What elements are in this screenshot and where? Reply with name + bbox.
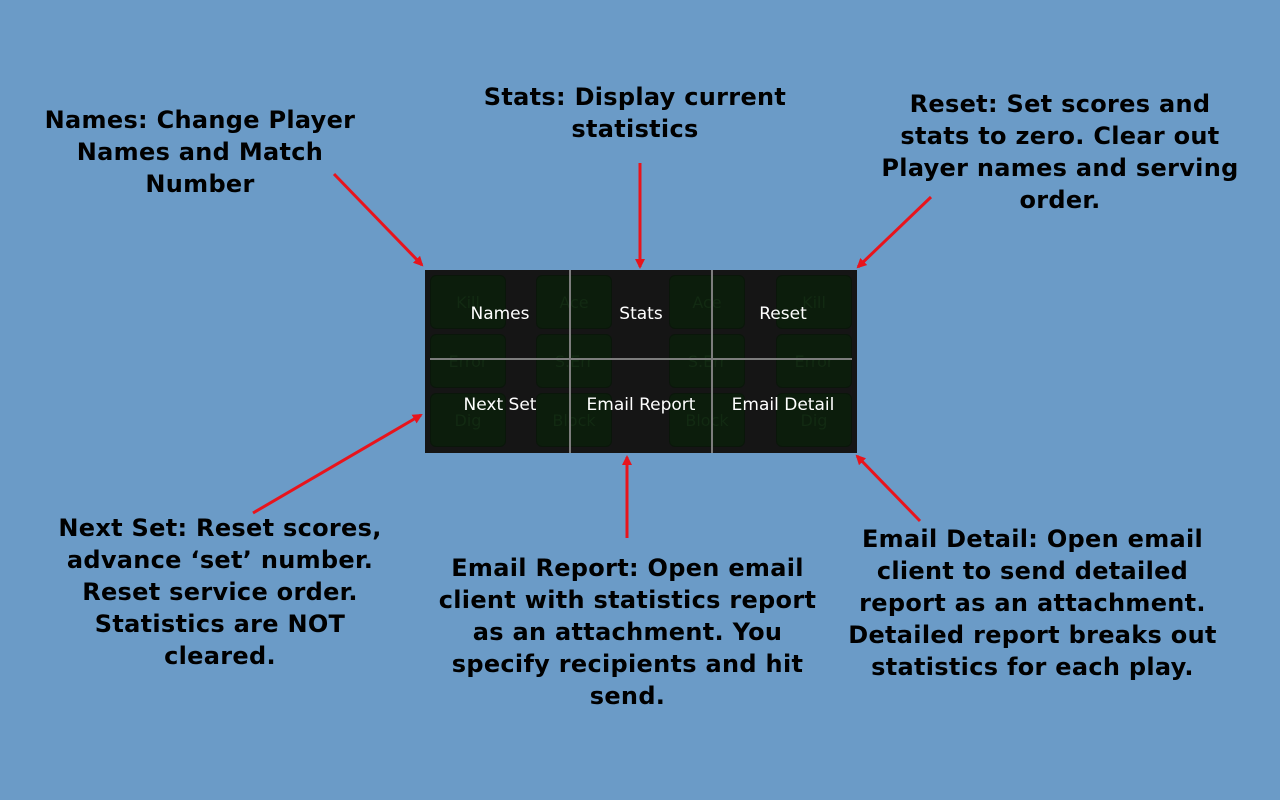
callout-next-set-term: Next Set: [58,514,188,542]
callout-stats: Stats: Display current statistics [460,81,810,145]
menu-item-next-set[interactable]: Next Set [463,395,537,415]
callout-names-term: Names: [44,106,148,134]
callout-next-set-desc: Reset scores, advance ‘set’ number. Rese… [66,514,382,670]
bg-ace-button-right: Ace [669,275,745,329]
callout-reset-desc: Set scores and stats to zero. Clear out … [881,90,1239,214]
menu-divider-vertical-2 [711,270,713,453]
callout-reset-term: Reset: [909,90,998,118]
options-menu-panel: Kill Ace Ace Kill Error S.Err S.Err Erro… [425,270,857,453]
callout-stats-term: Stats: [483,83,566,111]
callout-email-report-term: Email Report: [451,554,639,582]
menu-item-names[interactable]: Names [470,304,530,324]
arrow-email-detail [855,454,922,523]
callout-email-report-desc: Open email client with statistics report… [438,554,817,710]
menu-divider-vertical-1 [569,270,571,453]
callout-names: Names: Change Player Names and Match Num… [20,104,380,200]
menu-item-email-detail[interactable]: Email Detail [731,395,835,415]
bg-dig-button-left: Dig [430,393,506,447]
bg-serr-button-left: S.Err [536,334,612,388]
callout-email-report: Email Report: Open email client with sta… [430,552,825,712]
callout-email-detail: Email Detail: Open email client to send … [845,523,1220,683]
bg-block-button-left: Block [536,393,612,447]
arrow-reset [856,195,933,269]
bg-ace-button-left: Ace [536,275,612,329]
callout-names-desc: Change Player Names and Match Number [76,106,356,198]
bg-kill-button-left: Kill [430,275,506,329]
menu-divider-horizontal [430,358,852,360]
arrow-next-set [252,413,423,515]
bg-error-button-right: Error [776,334,852,388]
bg-dig-button-right: Dig [776,393,852,447]
menu-item-stats[interactable]: Stats [619,304,663,324]
menu-item-email-report[interactable]: Email Report [586,395,696,415]
menu-item-reset[interactable]: Reset [759,304,807,324]
callout-stats-desc: Display current statistics [571,83,787,143]
bg-kill-button-right: Kill [776,275,852,329]
bg-error-button-left: Error [430,334,506,388]
bg-serr-button-right: S.Err [669,334,745,388]
arrow-names [332,172,424,267]
bg-block-button-right: Block [669,393,745,447]
callout-email-detail-desc: Open email client to send detailed repor… [848,525,1217,681]
callout-next-set: Next Set: Reset scores, advance ‘set’ nu… [40,512,400,672]
callout-email-detail-term: Email Detail: [861,525,1039,553]
callout-reset: Reset: Set scores and stats to zero. Cle… [880,88,1240,216]
